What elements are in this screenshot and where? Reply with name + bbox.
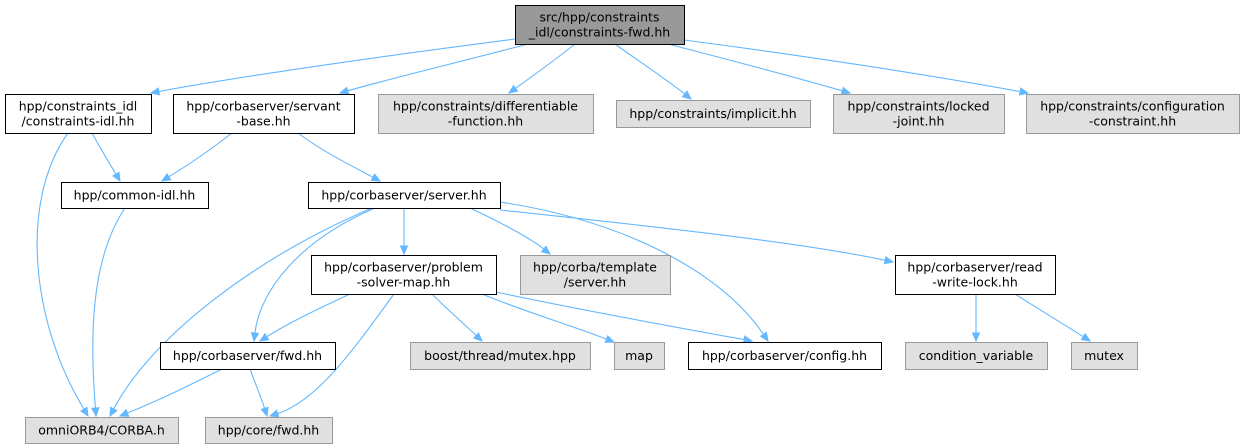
node-label-line: hpp/corbaserver/problem (324, 260, 483, 275)
edge-server-to-problem-solver-map (399, 207, 409, 256)
node-condition-variable: condition_variable (905, 342, 1048, 370)
edge-problem-solver-map-to-core-fwd (268, 293, 395, 418)
node-server[interactable]: hpp/corbaserver/server.hh (308, 182, 501, 209)
node-boost-mutex: boost/thread/mutex.hpp (410, 342, 591, 370)
node-box (378, 94, 594, 134)
node-locked-joint: hpp/constraints/locked-joint.hh (833, 94, 1005, 134)
edge-problem-solver-map-to-corbaserver-fwd (258, 293, 351, 342)
edge-root-to-servant-base (338, 43, 529, 95)
edge-corbaserver-fwd-to-core-fwd (249, 368, 269, 418)
node-read-write-lock[interactable]: hpp/corbaserver/read-write-lock.hh (895, 255, 1056, 295)
node-box (61, 182, 209, 209)
node-label-line: hpp/corbaserver/servant (186, 99, 340, 114)
node-box (160, 342, 336, 370)
node-label-line: hpp/corbaserver/fwd.hh (173, 348, 322, 363)
node-box (308, 182, 501, 209)
node-label-line: hpp/constraints/differentiable (393, 99, 578, 114)
node-box (614, 342, 665, 370)
edge-server-to-omniorb (109, 207, 373, 418)
node-servant-base[interactable]: hpp/corbaserver/servant-base.hh (173, 94, 355, 134)
node-label-line: -solver-map.hh (357, 275, 451, 290)
node-label-line: hpp/constraints/configuration (1040, 99, 1225, 114)
node-box (205, 417, 333, 444)
edge-root-to-implicit (614, 43, 692, 100)
node-label-line: hpp/constraints/implicit.hh (629, 106, 796, 121)
edge-server-to-read-write-lock (499, 209, 895, 265)
node-box (25, 417, 179, 444)
node-implicit: hpp/constraints/implicit.hh (616, 100, 811, 128)
node-box (1026, 94, 1240, 134)
node-corbaserver-fwd[interactable]: hpp/corbaserver/fwd.hh (160, 342, 336, 370)
node-box (173, 94, 355, 134)
node-label-line: hpp/corbaserver/config.hh (702, 348, 867, 363)
node-corba-template: hpp/corba/template/server.hh (520, 255, 671, 295)
node-mutex: mutex (1071, 342, 1138, 370)
node-box (833, 94, 1005, 134)
node-label-line: condition_variable (919, 348, 1034, 363)
node-common-idl[interactable]: hpp/common-idl.hh (61, 182, 209, 209)
node-differentiable: hpp/constraints/differentiable-function.… (378, 94, 594, 134)
node-box (688, 342, 882, 370)
node-box (5, 94, 152, 134)
node-label-line: /constraints-idl.hh (22, 114, 135, 129)
node-label-line: map (625, 348, 653, 363)
node-label-line: -constraint.hh (1089, 114, 1176, 129)
edge-servant-base-to-server (297, 132, 382, 182)
node-label-line: hpp/corbaserver/read (907, 260, 1042, 275)
nodes-layer: src/hpp/constraints_idl/constraints-fwd.… (5, 5, 1240, 444)
node-label-line: hpp/common-idl.hh (74, 188, 196, 203)
node-config-constraint: hpp/constraints/configuration-constraint… (1026, 94, 1240, 134)
node-label-line: hpp/corba/template (533, 260, 657, 275)
node-box (520, 255, 671, 295)
node-label-line: -base.hh (236, 114, 290, 129)
edge-problem-solver-map-to-config (495, 291, 754, 344)
edge-read-write-lock-to-mutex (1014, 293, 1092, 342)
node-label-line: hpp/core/fwd.hh (218, 423, 319, 438)
node-omniorb: omniORB4/CORBA.h (25, 417, 179, 444)
node-map: map (614, 342, 665, 370)
edge-read-write-lock-to-condition-variable (971, 294, 981, 343)
edge-constraints-idl-to-common-idl (91, 132, 121, 183)
node-label-line: -function.hh (448, 114, 523, 129)
edge-root-to-differentiable (507, 43, 576, 94)
edge-server-to-corba-template (469, 207, 551, 255)
node-constraints-idl[interactable]: hpp/constraints_idl/constraints-idl.hh (5, 94, 152, 134)
edge-constraints-idl-to-omniorb (36, 132, 89, 418)
node-config[interactable]: hpp/corbaserver/config.hh (688, 342, 882, 370)
node-root[interactable]: src/hpp/constraints_idl/constraints-fwd.… (515, 5, 685, 45)
edge-root-to-locked-joint (667, 43, 852, 95)
node-problem-solver-map[interactable]: hpp/corbaserver/problem-solver-map.hh (311, 255, 497, 295)
node-label-line: /server.hh (564, 275, 626, 290)
node-label-line: hpp/corbaserver/server.hh (321, 188, 486, 203)
edge-common-idl-to-omniorb (91, 207, 126, 418)
node-core-fwd: hpp/core/fwd.hh (205, 417, 333, 444)
node-label-line: boost/thread/mutex.hpp (424, 348, 576, 363)
edge-servant-base-to-common-idl (160, 132, 233, 182)
node-box (311, 255, 497, 295)
node-label-line: hpp/constraints/locked (847, 99, 989, 114)
node-label-line: _idl/constraints-fwd.hh (528, 25, 670, 40)
edge-root-to-constraints-idl (149, 38, 516, 96)
edge-corbaserver-fwd-to-omniorb (118, 368, 223, 417)
edge-problem-solver-map-to-map (481, 293, 616, 343)
edge-root-to-config-constraint (683, 39, 1030, 96)
node-box (515, 5, 685, 45)
node-box (410, 342, 591, 370)
node-label-line: mutex (1084, 348, 1124, 363)
edge-problem-solver-map-to-boost-mutex (431, 293, 483, 342)
node-label-line: -joint.hh (893, 114, 945, 129)
edge-server-to-corbaserver-fwd (250, 207, 376, 343)
node-box (895, 255, 1056, 295)
node-label-line: src/hpp/constraints (540, 10, 660, 25)
node-label-line: -write-lock.hh (932, 275, 1018, 290)
node-label-line: omniORB4/CORBA.h (38, 423, 165, 438)
node-box (905, 342, 1048, 370)
node-label-line: hpp/constraints_idl (19, 99, 138, 114)
edge-server-to-config (499, 201, 769, 343)
edges-layer (36, 38, 1092, 418)
node-box (1071, 342, 1138, 370)
node-box (616, 100, 811, 128)
